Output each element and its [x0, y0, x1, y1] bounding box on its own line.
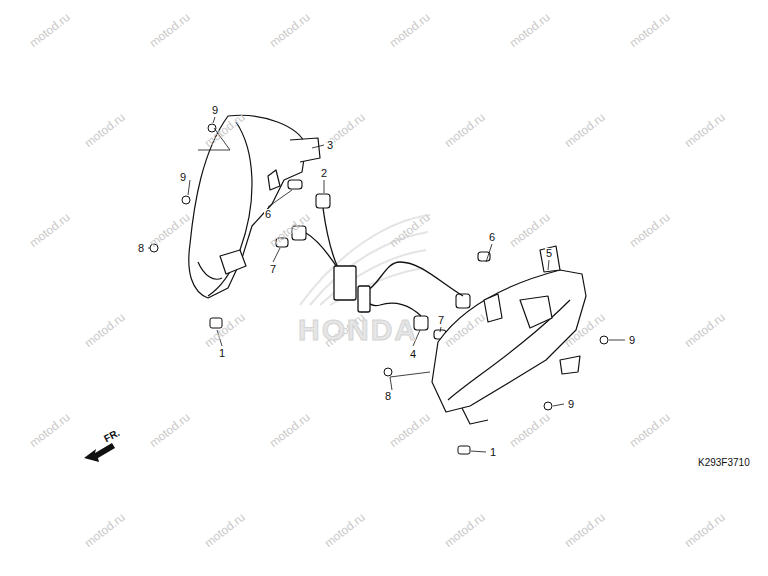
watermark-text: motod.ru	[562, 511, 607, 550]
watermark-text: motod.ru	[627, 11, 672, 50]
watermark-text: motod.ru	[442, 511, 487, 550]
callout-number: 8	[137, 243, 145, 254]
right-lamp	[432, 246, 586, 424]
watermark-text: motod.ru	[82, 311, 127, 350]
front-direction-label: FR.	[103, 428, 122, 444]
callout-number: 5	[545, 248, 553, 259]
watermark-text: motod.ru	[627, 211, 672, 250]
callout-number: 9	[567, 399, 575, 410]
watermark-text: motod.ru	[202, 311, 247, 350]
callout-number: 6	[488, 232, 496, 243]
callout-number: 9	[211, 105, 219, 116]
watermark-text: motod.ru	[507, 11, 552, 50]
watermark-text: motod.ru	[562, 111, 607, 150]
watermark-text: motod.ru	[82, 111, 127, 150]
callout-number: 9	[179, 172, 187, 183]
callout-number: 4	[409, 349, 417, 360]
watermark-text: motod.ru	[82, 511, 127, 550]
callout-number: 6	[264, 209, 272, 220]
callout-number: 1	[489, 447, 497, 458]
watermark-text: motod.ru	[322, 511, 367, 550]
watermark-text: motod.ru	[267, 11, 312, 50]
watermark-text: motod.ru	[507, 211, 552, 250]
watermark-text: motod.ru	[682, 111, 727, 150]
watermark-text: motod.ru	[147, 11, 192, 50]
callout-number: 9	[628, 335, 636, 346]
watermark-text: motod.ru	[507, 411, 552, 450]
screws-clips	[150, 124, 608, 454]
wire-harness	[306, 208, 463, 316]
watermark-text: motod.ru	[27, 411, 72, 450]
callout-number: 7	[269, 264, 277, 275]
logo-watermark: HONDA	[298, 315, 418, 345]
watermark-text: motod.ru	[387, 411, 432, 450]
watermark-text: motod.ru	[682, 311, 727, 350]
watermark-text: motod.ru	[442, 111, 487, 150]
watermark-text: motod.ru	[627, 411, 672, 450]
diagram-code: K293F3710	[698, 458, 750, 468]
callout-number: 2	[320, 168, 328, 179]
watermark-text: motod.ru	[27, 211, 72, 250]
callout-number: 1	[218, 348, 226, 359]
callout-number: 7	[437, 315, 445, 326]
watermark-text: motod.ru	[147, 211, 192, 250]
watermark-text: motod.ru	[682, 511, 727, 550]
watermark-text: motod.ru	[147, 411, 192, 450]
callout-number: 3	[326, 140, 334, 151]
watermark-text: motod.ru	[27, 11, 72, 50]
leader-lines	[148, 117, 625, 452]
watermark-text: motod.ru	[202, 511, 247, 550]
front-arrow	[84, 443, 115, 462]
callout-number: 8	[384, 391, 392, 402]
watermark-text: motod.ru	[387, 11, 432, 50]
watermark-text: motod.ru	[387, 211, 432, 250]
watermark-text: motod.ru	[267, 411, 312, 450]
